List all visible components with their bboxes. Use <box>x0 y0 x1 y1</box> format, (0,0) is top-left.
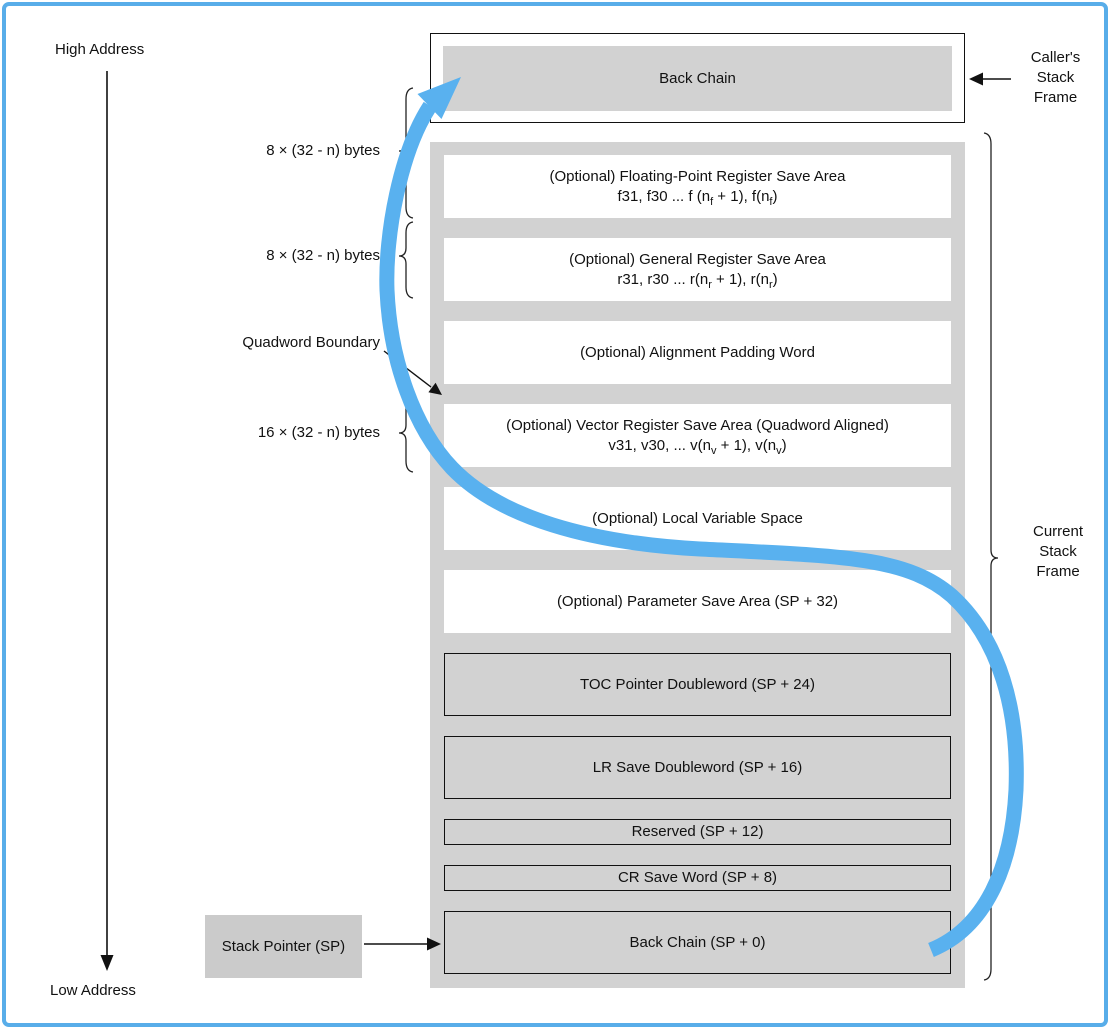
stack-row-title: (Optional) Vector Register Save Area (Qu… <box>506 416 889 434</box>
stack-row-title: CR Save Word (SP + 8) <box>617 869 778 886</box>
fp-register-save-area: (Optional) Floating-Point Register Save … <box>444 155 951 218</box>
callers-frame-line: Frame <box>1033 89 1078 106</box>
parameter-save-area: (Optional) Parameter Save Area (SP + 32) <box>444 570 951 633</box>
stack-pointer-box: Stack Pointer (SP) <box>205 915 362 978</box>
current-stack-frame-label: Current Stack Frame <box>1013 522 1103 582</box>
stack-row-title: TOC Pointer Doubleword (SP + 24) <box>580 675 815 693</box>
caller-back-chain-cell: Back Chain <box>443 46 952 111</box>
current-frame-line: Current <box>1032 523 1084 540</box>
toc-pointer-doubleword: TOC Pointer Doubleword (SP + 24) <box>444 653 951 716</box>
caller-frame-arrow <box>969 72 1011 86</box>
stack-row-detail: f31, f30 ... f (nf + 1), f(nf) <box>617 187 778 208</box>
current-frame-line: Stack <box>1039 543 1077 560</box>
stack-row-detail: r31, r30 ... r(nr + 1), r(nr) <box>617 270 778 291</box>
cr-save-word: CR Save Word (SP + 8) <box>444 865 951 891</box>
stack-row-title: (Optional) Floating-Point Register Save … <box>549 167 846 185</box>
stack-row-title: LR Save Doubleword (SP + 16) <box>592 758 803 776</box>
stack-row-detail: v31, v30, ... v(nv + 1), v(nv) <box>608 436 787 457</box>
stack-row-title: Back Chain (SP + 0) <box>629 933 766 951</box>
callers-stack-frame-label: Caller's Stack Frame <box>1013 48 1098 108</box>
low-address-label: Low Address <box>50 982 136 999</box>
general-register-save-area: (Optional) General Register Save Area r31… <box>444 238 951 301</box>
vector-register-save-area: (Optional) Vector Register Save Area (Qu… <box>444 404 951 467</box>
quadword-boundary-label: Quadword Boundary <box>242 334 380 351</box>
caller-frame-box: Back Chain <box>430 33 965 123</box>
back-chain-sp0: Back Chain (SP + 0) <box>444 911 951 974</box>
alignment-padding-word: (Optional) Alignment Padding Word <box>444 321 951 384</box>
stack-row-title: (Optional) Local Variable Space <box>592 509 803 527</box>
fp-size-label: 8 × (32 - n) bytes <box>266 142 380 159</box>
stack-row-title: (Optional) General Register Save Area <box>569 250 826 268</box>
lr-save-doubleword: LR Save Doubleword (SP + 16) <box>444 736 951 799</box>
stack-row-title: Reserved (SP + 12) <box>631 823 764 840</box>
gr-size-label: 8 × (32 - n) bytes <box>266 247 380 264</box>
vr-size-label: 16 × (32 - n) bytes <box>257 424 380 441</box>
high-address-label: High Address <box>55 41 145 58</box>
fp-size-brace <box>398 87 414 219</box>
stack-row-title: (Optional) Parameter Save Area (SP + 32) <box>556 592 839 610</box>
current-frame-brace <box>983 132 999 981</box>
vr-size-brace <box>398 395 414 473</box>
stack-row-title: (Optional) Alignment Padding Word <box>580 343 815 361</box>
address-direction-arrow <box>100 71 114 971</box>
local-variable-space: (Optional) Local Variable Space <box>444 487 951 550</box>
callers-frame-line: Caller's <box>1030 49 1081 66</box>
callers-frame-line: Stack <box>1036 69 1075 86</box>
gr-size-brace <box>398 221 414 299</box>
current-frame-line: Frame <box>1036 563 1080 580</box>
reserved-word: Reserved (SP + 12) <box>444 819 951 845</box>
stack-pointer-label: Stack Pointer (SP) <box>221 938 346 955</box>
current-frame-container: (Optional) Floating-Point Register Save … <box>430 142 965 988</box>
